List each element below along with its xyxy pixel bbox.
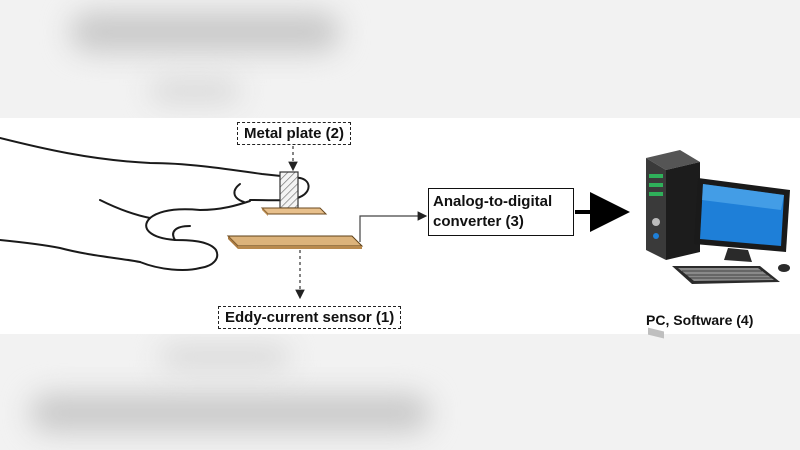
adc-label-line2: converter (3) (433, 213, 524, 230)
hand-illustration (0, 137, 310, 271)
blurred-top-band (0, 0, 800, 118)
metal-plate-label: Metal plate (2) (237, 122, 352, 145)
monitor-icon (694, 178, 790, 262)
pc-tower-icon (646, 150, 700, 339)
adc-label-line1: Analog-to-digital (433, 193, 553, 210)
keyboard-icon (672, 264, 790, 284)
metal-plate-graphic (260, 171, 328, 216)
eddy-sensor-label: Eddy-current sensor (1) (218, 306, 402, 329)
blurred-bottom-band (0, 334, 800, 450)
eddy-sensor-graphic (226, 235, 364, 249)
pc-caption: PC, Software (4) (646, 312, 754, 328)
adc-box: Analog-to-digital converter (3) (428, 188, 574, 236)
signal-wire (359, 211, 428, 242)
